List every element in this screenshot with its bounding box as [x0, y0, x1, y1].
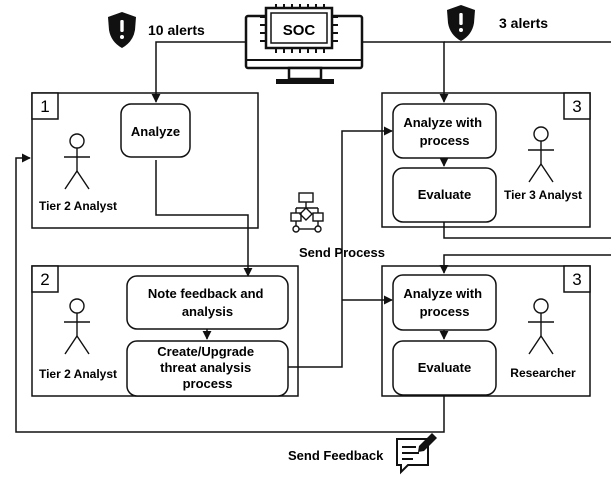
person-icon — [64, 133, 90, 190]
person-icon — [528, 126, 554, 183]
panel-3-actor: Tier 3 Analyst — [504, 188, 582, 202]
panel-2: 2 Note feedback and analysis Create/Upgr… — [31, 265, 299, 397]
step-p4-analyze-label: Analyze with process — [403, 286, 485, 319]
step-create-process — [126, 340, 289, 397]
send-feedback-label: Send Feedback — [288, 448, 384, 463]
step-p3-evaluate — [392, 167, 497, 223]
step-analyze-label: Analyze — [131, 124, 180, 139]
step-p4-evaluate — [392, 340, 497, 396]
connector-send-process-top — [288, 126, 393, 368]
step-analyze — [120, 103, 191, 158]
soc-monitor-icon: SOC — [244, 4, 364, 84]
person-icon — [64, 298, 90, 355]
left-alert-count: 10 alerts — [148, 22, 205, 38]
panel-4: 3 Analyze with process Evaluate Research… — [381, 265, 591, 397]
step-p3-analyze-label: Analyze with process — [403, 115, 485, 148]
step-p3-analyze — [392, 103, 497, 159]
connector-send-feedback-loop — [15, 153, 445, 433]
panel-3: 3 Analyze with process Evaluate Tier 3 A… — [381, 92, 591, 228]
process-flow-icon — [290, 192, 324, 233]
panel-1-actor: Tier 2 Analyst — [39, 199, 117, 213]
step-note-feedback — [126, 275, 289, 330]
panel-3-number: 3 — [572, 97, 581, 116]
connector-analyze-to-note — [155, 160, 253, 277]
step-note-feedback-label: Note feedback and analysis — [148, 286, 267, 319]
panel-2-actor: Tier 2 Analyst — [39, 367, 117, 381]
feedback-chat-icon — [396, 433, 437, 475]
person-icon — [528, 298, 554, 355]
connector-right-to-p4 — [439, 254, 611, 274]
soc-label: SOC — [283, 22, 316, 39]
connector-soc-to-analyze — [151, 41, 246, 103]
panel-4-number: 3 — [572, 270, 581, 289]
right-alert-count: 3 alerts — [499, 15, 548, 31]
step-create-process-label: Create/Upgrade threat analysis process — [157, 344, 257, 391]
panel-1-number: 1 — [40, 97, 49, 116]
panel-1: 1 Analyze Tier 2 Analyst — [31, 92, 259, 229]
panel-2-number: 2 — [40, 270, 49, 289]
step-p4-analyze — [392, 274, 497, 331]
send-process-label: Send Process — [299, 245, 385, 260]
shield-alert-icon — [108, 12, 136, 48]
shield-alert-icon — [447, 5, 475, 41]
connector-p3-evaluate-out — [443, 222, 611, 239]
step-p4-evaluate-label: Evaluate — [418, 360, 471, 375]
panel-4-actor: Researcher — [510, 366, 576, 380]
step-p3-evaluate-label: Evaluate — [418, 187, 471, 202]
